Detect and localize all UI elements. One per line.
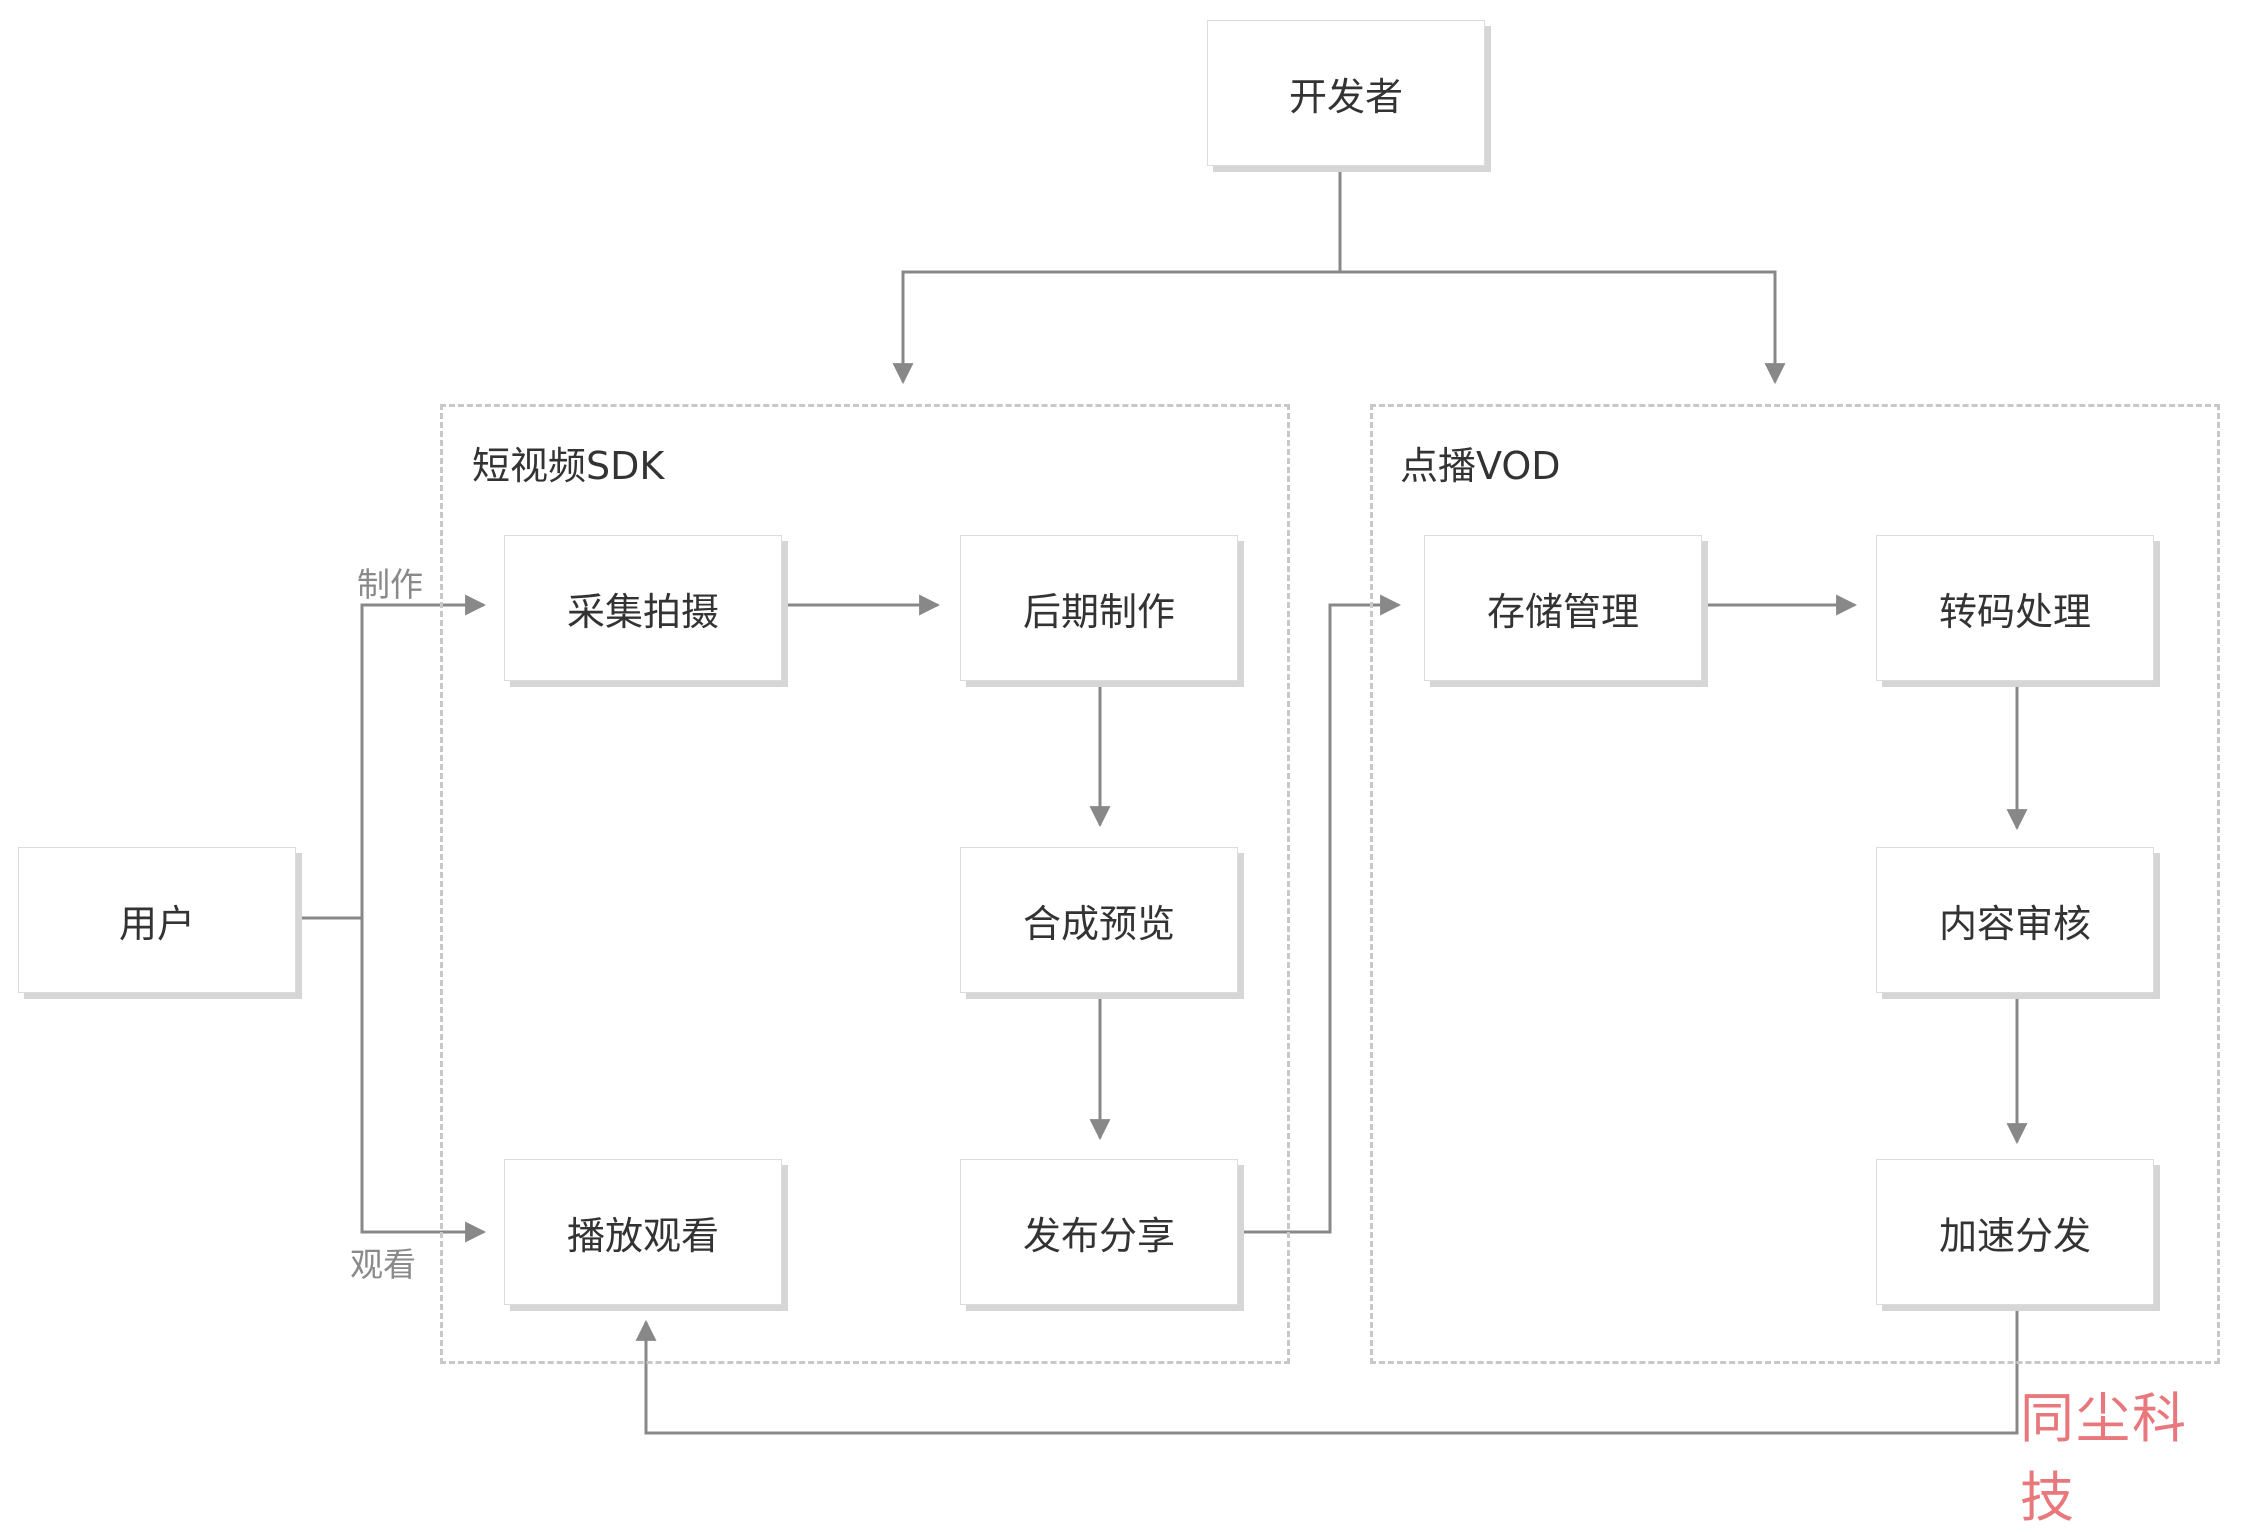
edge-cdn-to-playback <box>635 1308 2019 1435</box>
node-playback: 播放观看 <box>504 1159 782 1305</box>
node-storage: 存储管理 <box>1424 535 1702 681</box>
node-user: 用户 <box>18 847 296 993</box>
edge-developer-branch <box>892 168 1342 385</box>
node-review: 内容审核 <box>1876 847 2154 993</box>
edge-label-watch: 观看 <box>350 1245 416 1284</box>
watermark: 同尘科技 <box>2020 1387 2188 1529</box>
group-short-video-sdk <box>440 404 1290 1364</box>
edge-developer-to-vod <box>1340 270 1786 385</box>
node-publish-share: 发布分享 <box>960 1159 1238 1305</box>
edge-label-make: 制作 <box>357 565 423 604</box>
node-developer: 开发者 <box>1207 20 1485 166</box>
node-cdn: 加速分发 <box>1876 1159 2154 1305</box>
edge-user-make <box>298 594 487 920</box>
edge-user-watch <box>360 918 487 1243</box>
node-compose-preview: 合成预览 <box>960 847 1238 993</box>
edge-publish-to-storage <box>1242 594 1402 1234</box>
connectors <box>298 168 2028 1435</box>
node-capture: 采集拍摄 <box>504 535 782 681</box>
node-post-production: 后期制作 <box>960 535 1238 681</box>
group-title-sdk: 短视频SDK <box>472 444 665 488</box>
group-title-vod: 点播VOD <box>1400 444 1561 488</box>
node-transcode: 转码处理 <box>1876 535 2154 681</box>
group-vod <box>1370 404 2220 1364</box>
